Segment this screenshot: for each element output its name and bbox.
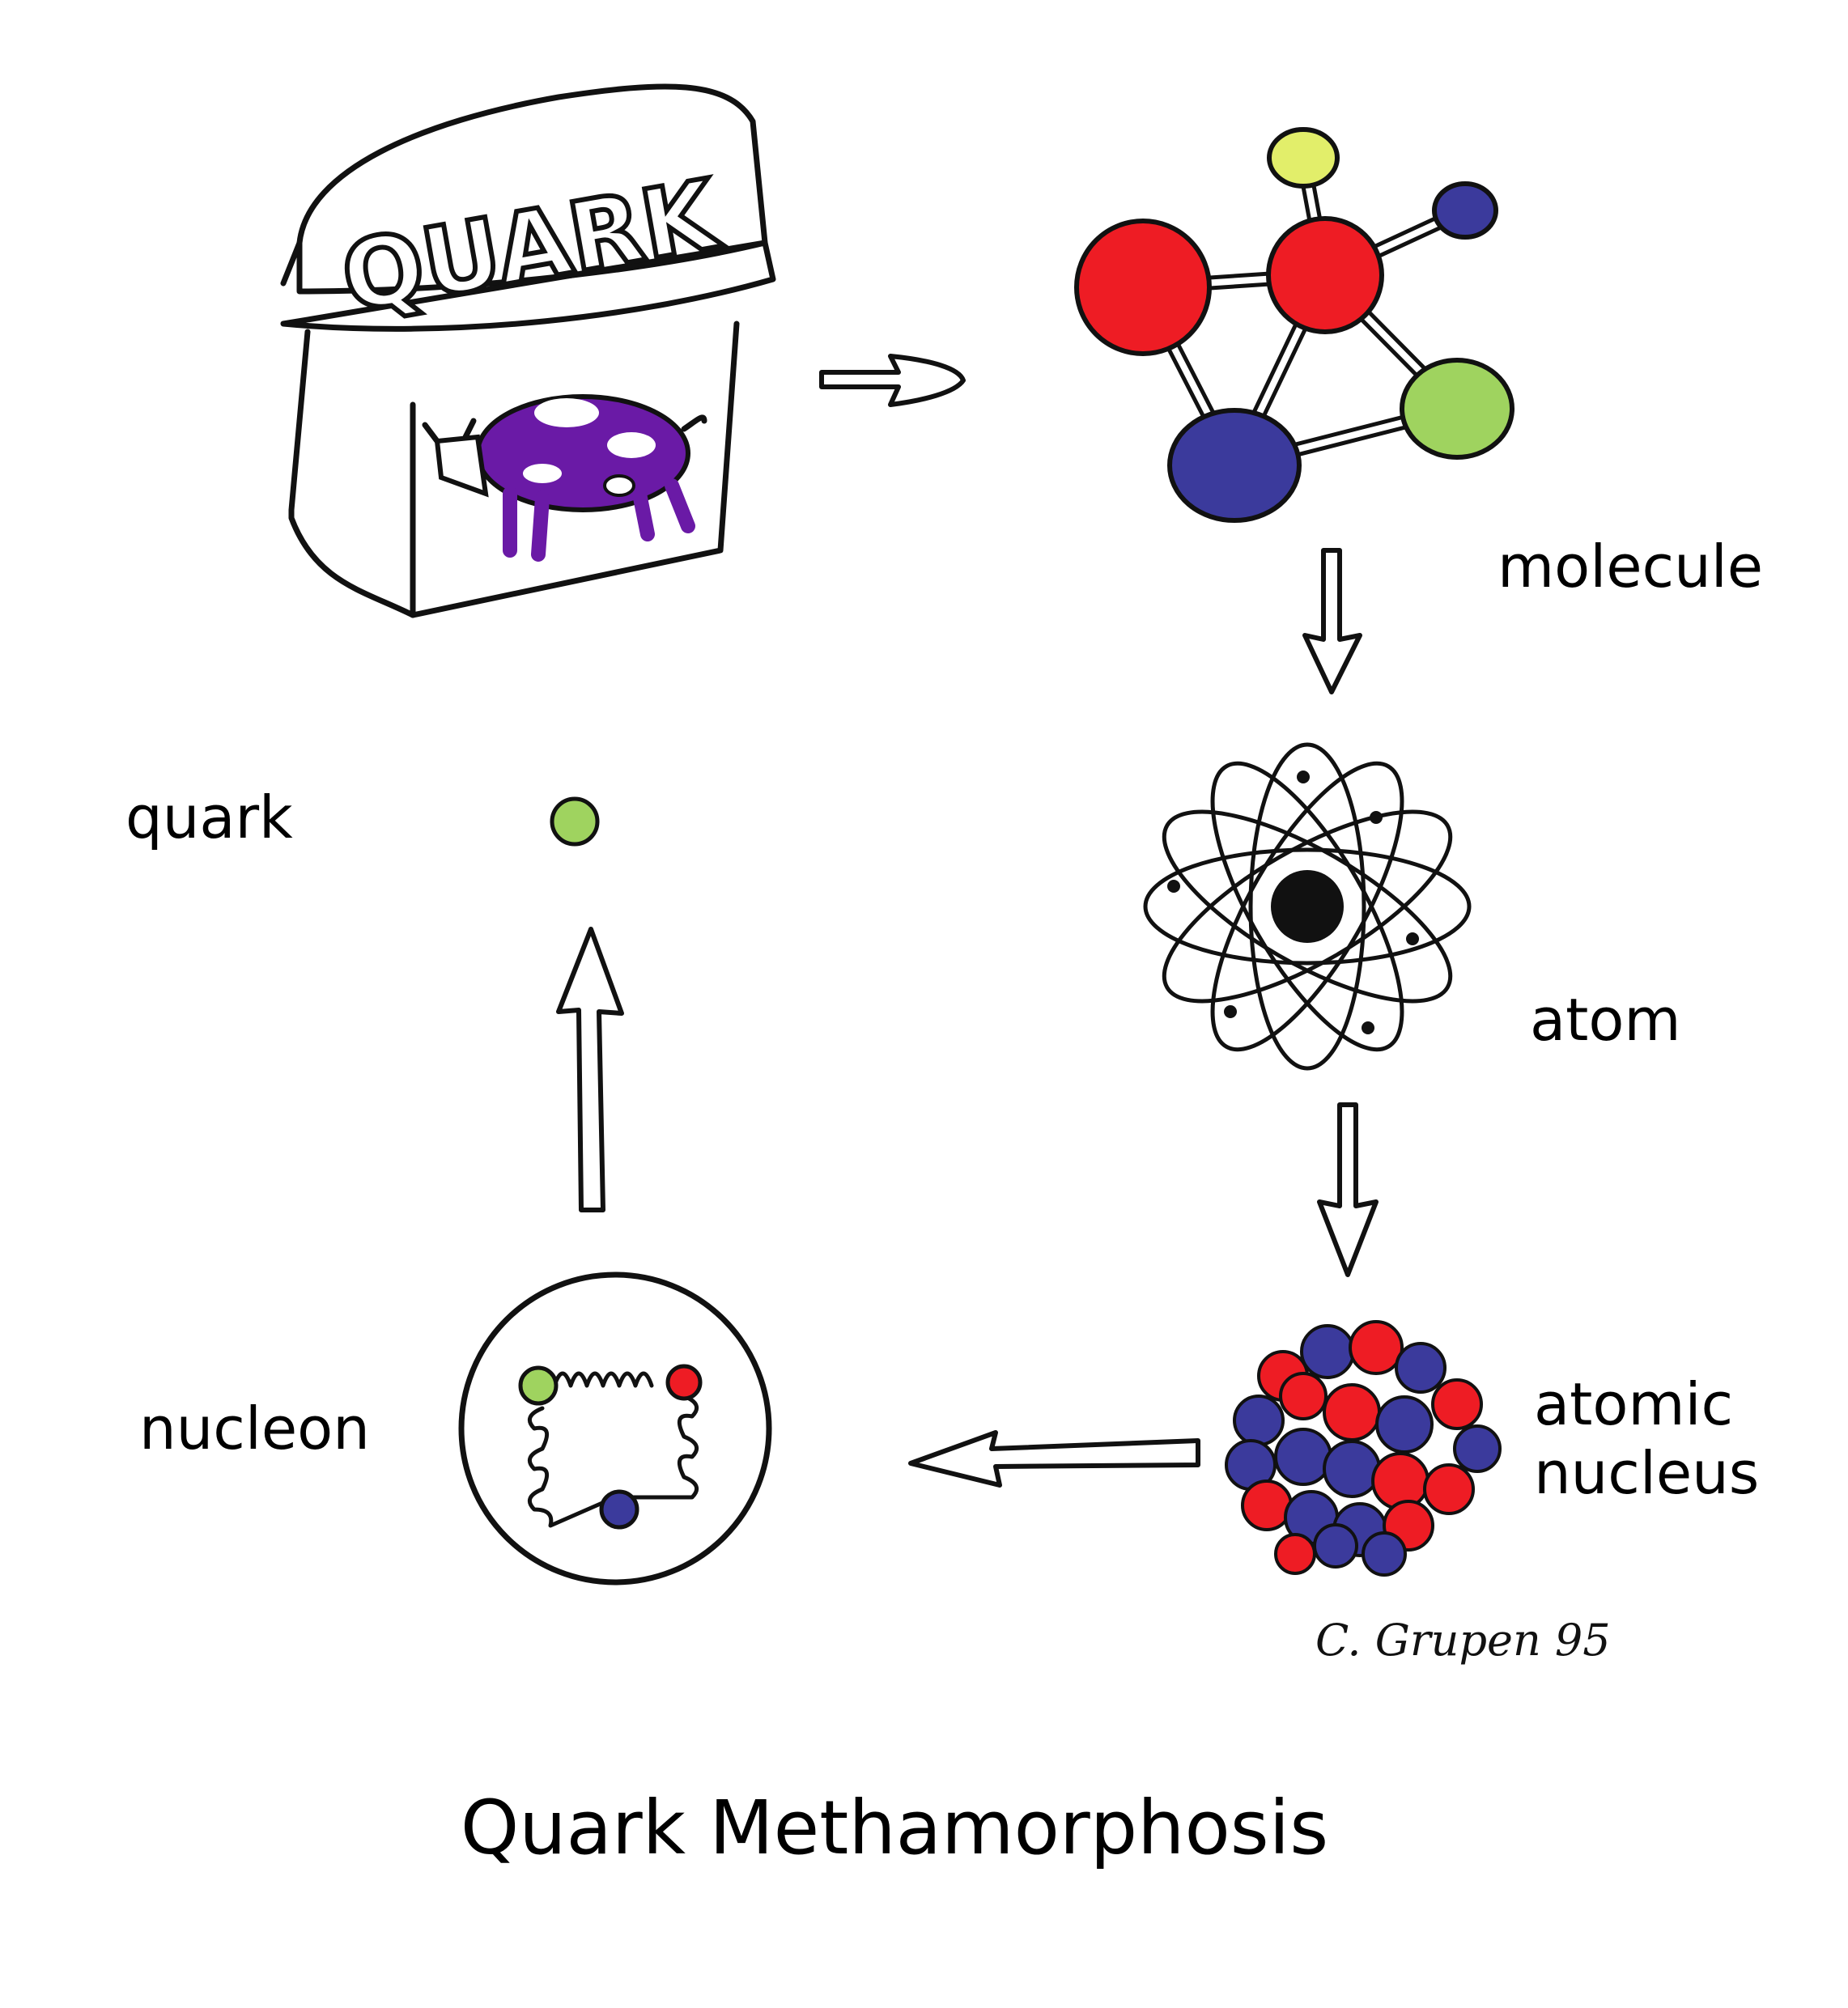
arrow-left [908, 1430, 1200, 1488]
nucleon-illustration [458, 1271, 772, 1586]
atom-illustration [1143, 742, 1472, 1071]
atomic-nucleus-label-line2: nucleus [1534, 1439, 1759, 1507]
signature: C. Grupen 95 [1315, 1615, 1611, 1666]
atomic-nucleus-label-line1: atomic [1534, 1370, 1733, 1438]
lid-text: QUARK [333, 158, 728, 334]
molecule-label: molecule [1498, 533, 1763, 601]
atomic-nucleus-illustration [1225, 1320, 1502, 1577]
cow-icon [422, 394, 707, 562]
arrow-down [1317, 1102, 1379, 1277]
quark-illustration [550, 796, 600, 847]
arrow-down [1302, 548, 1362, 694]
nucleon-label: nucleon [139, 1395, 370, 1462]
molecule-illustration [1074, 127, 1515, 523]
arrow-right [819, 354, 966, 407]
diagram-title: Quark Methamorphosis [461, 1785, 1328, 1871]
atom-label: atom [1530, 986, 1681, 1054]
quark-label: quark [125, 783, 293, 851]
arrow-up [556, 927, 624, 1212]
quark-container-illustration: QUARK [280, 83, 776, 618]
